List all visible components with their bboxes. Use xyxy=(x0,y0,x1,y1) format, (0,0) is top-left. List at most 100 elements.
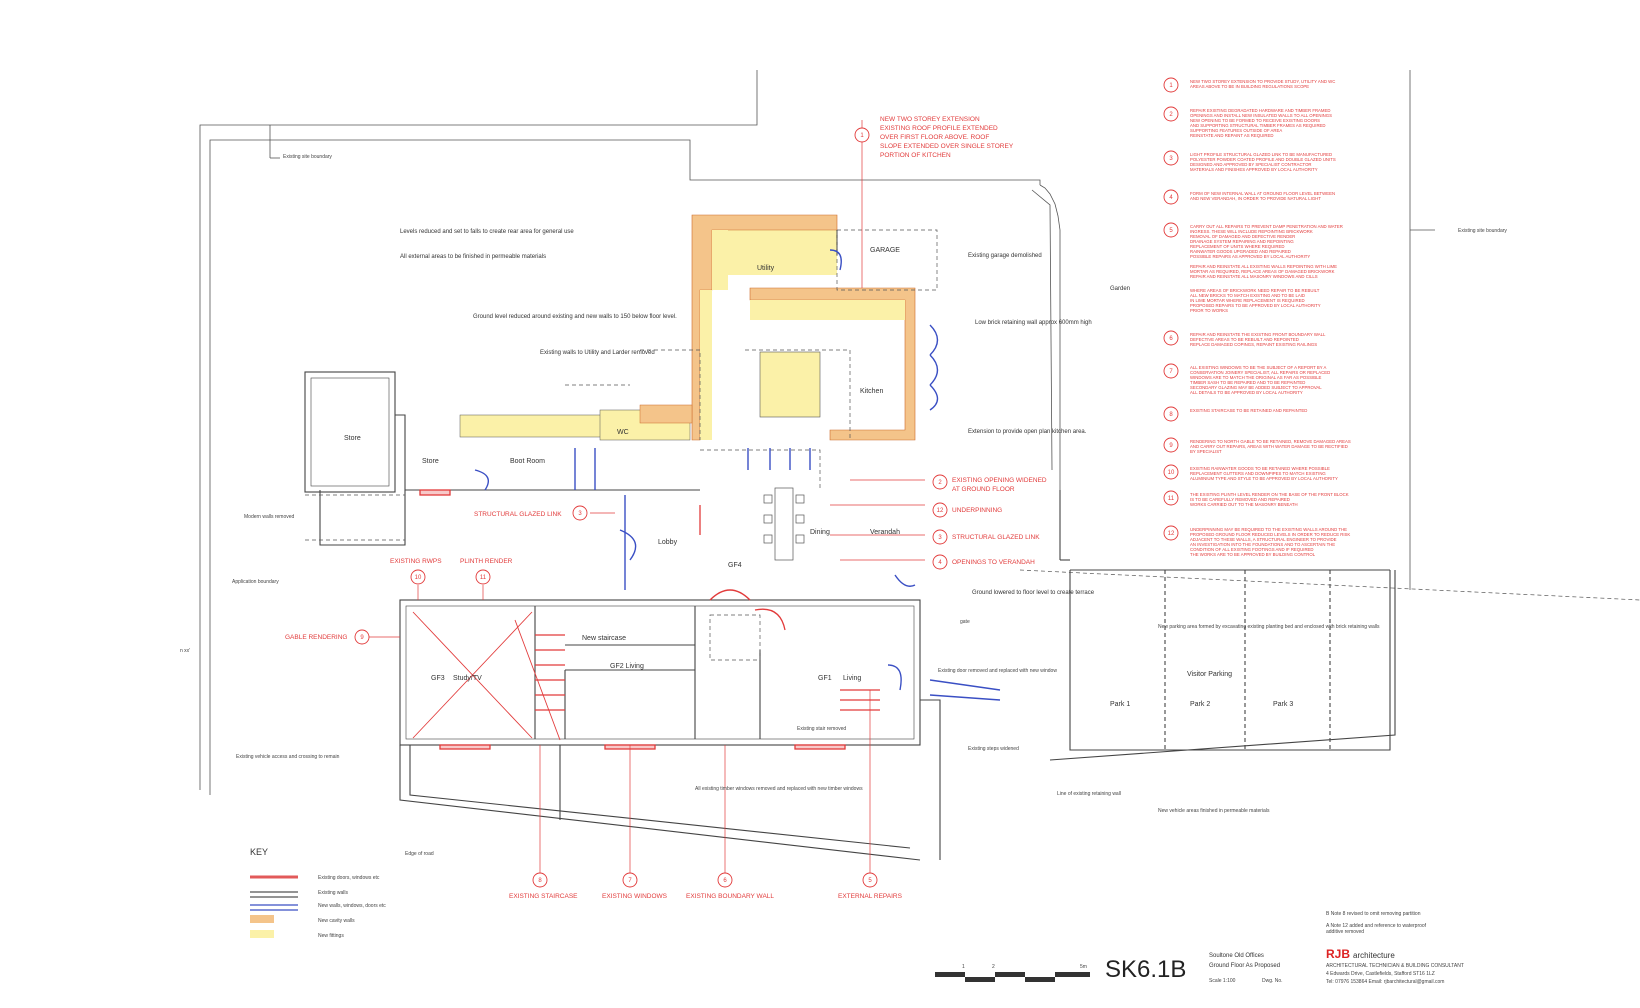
room-park-2: Park 2 xyxy=(1190,701,1210,708)
annotations: Levels reduced and set to falls to creat… xyxy=(180,154,1507,857)
revision-b: B Note 8 revised to omit removing partit… xyxy=(1326,911,1421,917)
note-extension: Extension to provide open plan kitchen a… xyxy=(968,429,1087,435)
spec-note-line: EXISTING STAIRCASE TO BE RETAINED AND RE… xyxy=(1190,408,1307,413)
note-gate: gate xyxy=(960,619,970,625)
spec-note-line: REPAIR AND REINSTATE ALL MASONRY WINDOWS… xyxy=(1190,274,1318,279)
room-lobby: Lobby xyxy=(658,539,678,546)
spec-note-number: 2 xyxy=(1169,112,1173,118)
callout-1-line-5: PORTION OF KITCHEN xyxy=(880,152,951,159)
spec-note-line: AREAS ABOVE TO BE IN BUILDING REGULATION… xyxy=(1190,84,1309,89)
spec-note-number: 6 xyxy=(1169,336,1173,342)
spec-note-line: ADJACENT TO THESE WALLS, A STRUCTURAL EN… xyxy=(1190,537,1337,542)
edge-mark: n xx' xyxy=(180,648,190,654)
callout-6: EXISTING BOUNDARY WALL xyxy=(686,893,774,900)
room-store-2: Store xyxy=(422,458,439,465)
callout-1-line-2: EXISTING ROOF PROFILE EXTENDED xyxy=(880,125,998,132)
spec-note-line: NEW OPENING TO BE FORMED TO RECEIVE EXIS… xyxy=(1190,118,1320,123)
key-item-2: Existing walls xyxy=(318,890,349,896)
svg-text:10: 10 xyxy=(415,575,422,581)
note-garden: Garden xyxy=(1110,286,1130,292)
spec-note-line: AND CARRY OUT REPAIRS, AREAS WITH WATER … xyxy=(1190,444,1348,449)
spec-note-number: 12 xyxy=(1168,531,1175,537)
spec-note-line: RAINWATER GOODS UPGRADED AND REPAIRED xyxy=(1190,249,1291,254)
note-steps-widened: Existing steps widened xyxy=(968,746,1019,752)
room-study: Study/TV xyxy=(453,675,482,682)
callout-10: EXISTING RWPS xyxy=(390,558,442,565)
spec-note-line: REPAIR EXISTING DEGRADATED HARDWARE AND … xyxy=(1190,108,1330,113)
spec-note-marker xyxy=(1163,330,1179,346)
note-edge-of-road: Edge of road xyxy=(405,851,434,857)
svg-text:2: 2 xyxy=(938,480,942,486)
spec-note-number: 8 xyxy=(1169,412,1173,418)
spec-note-line: DRAINAGE SYSTEM REPAIRING AND REPOINTING xyxy=(1190,239,1294,244)
company-desc: ARCHITECTURAL TECHNICIAN & BUILDING CONS… xyxy=(1326,963,1464,969)
note-application-boundary: Application boundary xyxy=(232,579,279,585)
callout-leaders xyxy=(360,120,925,875)
callout-11: PLINTH RENDER xyxy=(460,558,513,565)
spec-note-number: 9 xyxy=(1169,443,1173,449)
spec-note-line: POLYESTER POWDER COATED PROFILE AND DOUB… xyxy=(1190,157,1336,162)
spec-note-marker xyxy=(1163,437,1179,453)
gf3-cross xyxy=(412,611,561,741)
spec-note-line: ALL EXISTING WINDOWS TO BE THE SUBJECT O… xyxy=(1190,365,1326,370)
scale-label-1: 1 xyxy=(962,964,965,970)
note-modern-walls: Modern walls removed xyxy=(244,514,295,520)
callout-4: OPENINGS TO VERANDAH xyxy=(952,559,1035,566)
spec-note-line: INGRESS. THESE WILL INCLUDE REPOINTING B… xyxy=(1190,229,1313,234)
spec-note-line: WORKS CARRIED OUT TO THE MASONRY BENEATH xyxy=(1190,502,1298,507)
note-vehicle-areas: New vehicle areas finished in permeable … xyxy=(1158,808,1270,814)
spec-note-line: DEFECTIVE AREAS TO BE REBUILT AND REPOIN… xyxy=(1190,337,1299,342)
key-item-5: New fittings xyxy=(318,933,344,939)
note-site-boundary: Existing site boundary xyxy=(283,154,332,160)
note-ground-level: Ground level reduced around existing and… xyxy=(473,314,677,320)
spec-note-line: EXISTING RAINWATER GOODS TO BE RETAINED … xyxy=(1190,466,1330,471)
svg-text:11: 11 xyxy=(480,575,487,581)
room-living: Living xyxy=(843,675,861,682)
note-levels: Levels reduced and set to falls to creat… xyxy=(400,229,574,235)
spec-note-line: SUPPORTING FEATURES OUTSIDE OF AREA xyxy=(1190,128,1282,133)
spec-note-marker xyxy=(1163,150,1179,166)
scale-label-2: 2 xyxy=(992,964,995,970)
spec-note-line: POSSIBLE REPAIRS AS APPROVED BY LOCAL AU… xyxy=(1190,254,1310,259)
spec-note-line: NEW TWO STOREY EXTENSION TO PROVIDE STUD… xyxy=(1190,79,1335,84)
room-wc: WC xyxy=(617,429,629,436)
note-new-parking: New parking area formed by excavating ex… xyxy=(1158,624,1380,630)
spec-note-line: REINSTATE AND REPAINT AS REQUIRED xyxy=(1190,133,1274,138)
dwg-no-label: Dwg. No. xyxy=(1262,978,1283,984)
svg-text:12: 12 xyxy=(937,508,944,514)
callout-3: STRUCTURAL GLAZED LINK xyxy=(952,534,1040,541)
spec-note-number: 7 xyxy=(1169,369,1173,375)
room-kitchen: Kitchen xyxy=(860,388,883,395)
key: KEY Existing doors, windows etc Existing… xyxy=(250,847,386,939)
svg-text:8: 8 xyxy=(538,878,542,884)
new-walls xyxy=(474,249,1001,701)
site-boundary xyxy=(199,70,1435,795)
room-park-1: Park 1 xyxy=(1110,701,1130,708)
room-labels: Utility GARAGE Kitchen Store Store Boot … xyxy=(344,247,1293,708)
callout-2-line-1: EXISTING OPENING WIDENED xyxy=(952,477,1047,484)
spec-note-line: ALL NEW BRICKS TO MATCH EXISTING AND TO … xyxy=(1190,293,1305,298)
spec-note-line: WHERE AREAS OF BRICKWORK NEED REPAIR TO … xyxy=(1190,288,1320,293)
svg-text:5: 5 xyxy=(868,878,872,884)
red-callouts: 1 NEW TWO STOREY EXTENSION EXISTING ROOF… xyxy=(285,116,1047,900)
svg-text:4: 4 xyxy=(938,560,942,566)
callout-1-line-1: NEW TWO STOREY EXTENSION xyxy=(880,116,980,123)
room-store-1: Store xyxy=(344,435,361,442)
company-name-bold: RJB xyxy=(1326,947,1350,961)
removed-elements xyxy=(305,229,1640,661)
spec-note-line: AN INVESTIGATION INTO THE FOUNDATIONS AN… xyxy=(1190,542,1335,547)
callout-3b: STRUCTURAL GLAZED LINK xyxy=(474,511,562,518)
drawing-title: Ground Floor As Proposed xyxy=(1209,963,1280,969)
spec-note-line: REPAIR AND REINSTATE THE EXISTING FRONT … xyxy=(1190,332,1326,337)
spec-note-line: AND SUPPORTING STRUCTURAL TIMBER FRAMES … xyxy=(1190,123,1326,128)
dining-table xyxy=(763,487,805,561)
scale-label-5m: 5m xyxy=(1080,964,1087,970)
spec-note-line: CARRY OUT ALL REPAIRS TO PREVENT DAMP PE… xyxy=(1190,224,1343,229)
callout-12: UNDERPINNING xyxy=(952,507,1002,514)
room-park-3: Park 3 xyxy=(1273,701,1293,708)
callout-5: EXTERNAL REPAIRS xyxy=(838,893,903,900)
spec-note-number: 11 xyxy=(1168,496,1175,502)
svg-text:7: 7 xyxy=(628,878,632,884)
spec-note-line: THE WORKS ARE TO BE APPROVED BY BUILDING… xyxy=(1190,552,1316,557)
spec-note-line: FORM OF NEW INTERNAL WALL AT GROUND FLOO… xyxy=(1190,191,1335,196)
